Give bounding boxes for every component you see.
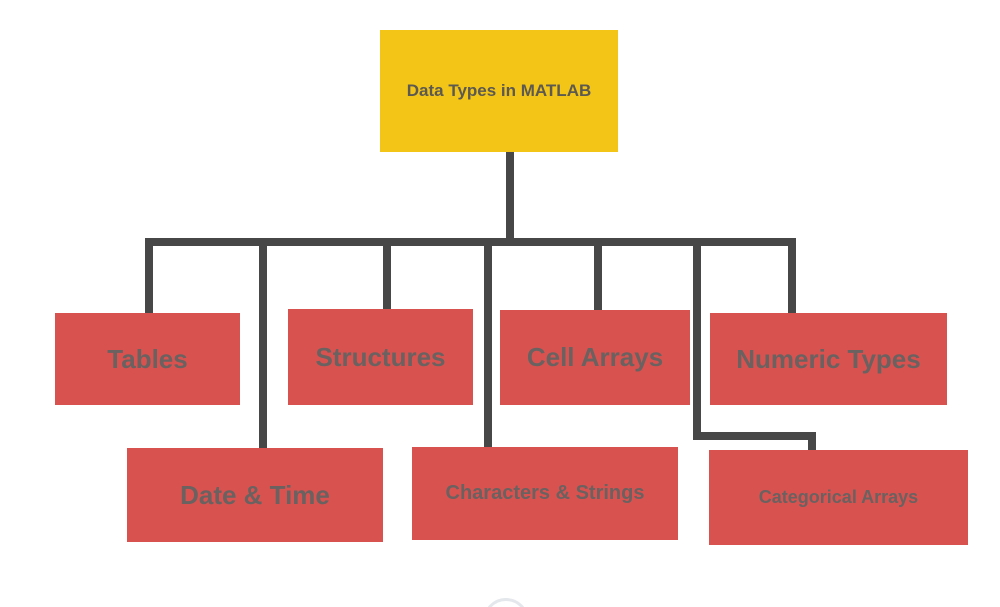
connector-trunk-to-categorical-vertical [693,240,701,432]
node-label: Structures [315,341,446,372]
connector-trunk [145,238,796,246]
connector-root-to-trunk [506,152,514,240]
connector-trunk-to-numeric-types [788,240,796,313]
node-label: Characters & Strings [445,482,645,504]
node-structures[interactable]: Structures [288,309,473,405]
node-label: Numeric Types [736,343,921,374]
node-numeric-types[interactable]: Numeric Types [710,313,947,405]
node-tables[interactable]: Tables [55,313,240,405]
connector-categorical-elbow-vertical [808,432,816,450]
node-label: Cell Arrays [526,342,664,372]
connector-categorical-elbow-horizontal [693,432,816,440]
node-data-types-in-matlab[interactable]: Data Types in MATLAB [380,30,618,152]
node-characters-strings[interactable]: Characters & Strings [412,447,678,540]
node-cell-arrays[interactable]: Cell Arrays [500,310,690,405]
connector-trunk-to-date-time [259,240,267,448]
node-label: Tables [107,343,188,374]
node-date-time[interactable]: Date & Time [127,448,383,542]
node-label: Categorical Arrays [758,487,919,507]
connector-trunk-to-structures [383,240,391,309]
node-label: Data Types in MATLAB [406,81,592,100]
connector-trunk-to-tables [145,240,153,313]
connector-trunk-to-cell-arrays [594,240,602,310]
bottom-circle-control [483,598,529,607]
node-label: Date & Time [180,479,330,510]
node-categorical-arrays[interactable]: Categorical Arrays [709,450,968,545]
connector-trunk-to-characters-strings [484,240,492,447]
